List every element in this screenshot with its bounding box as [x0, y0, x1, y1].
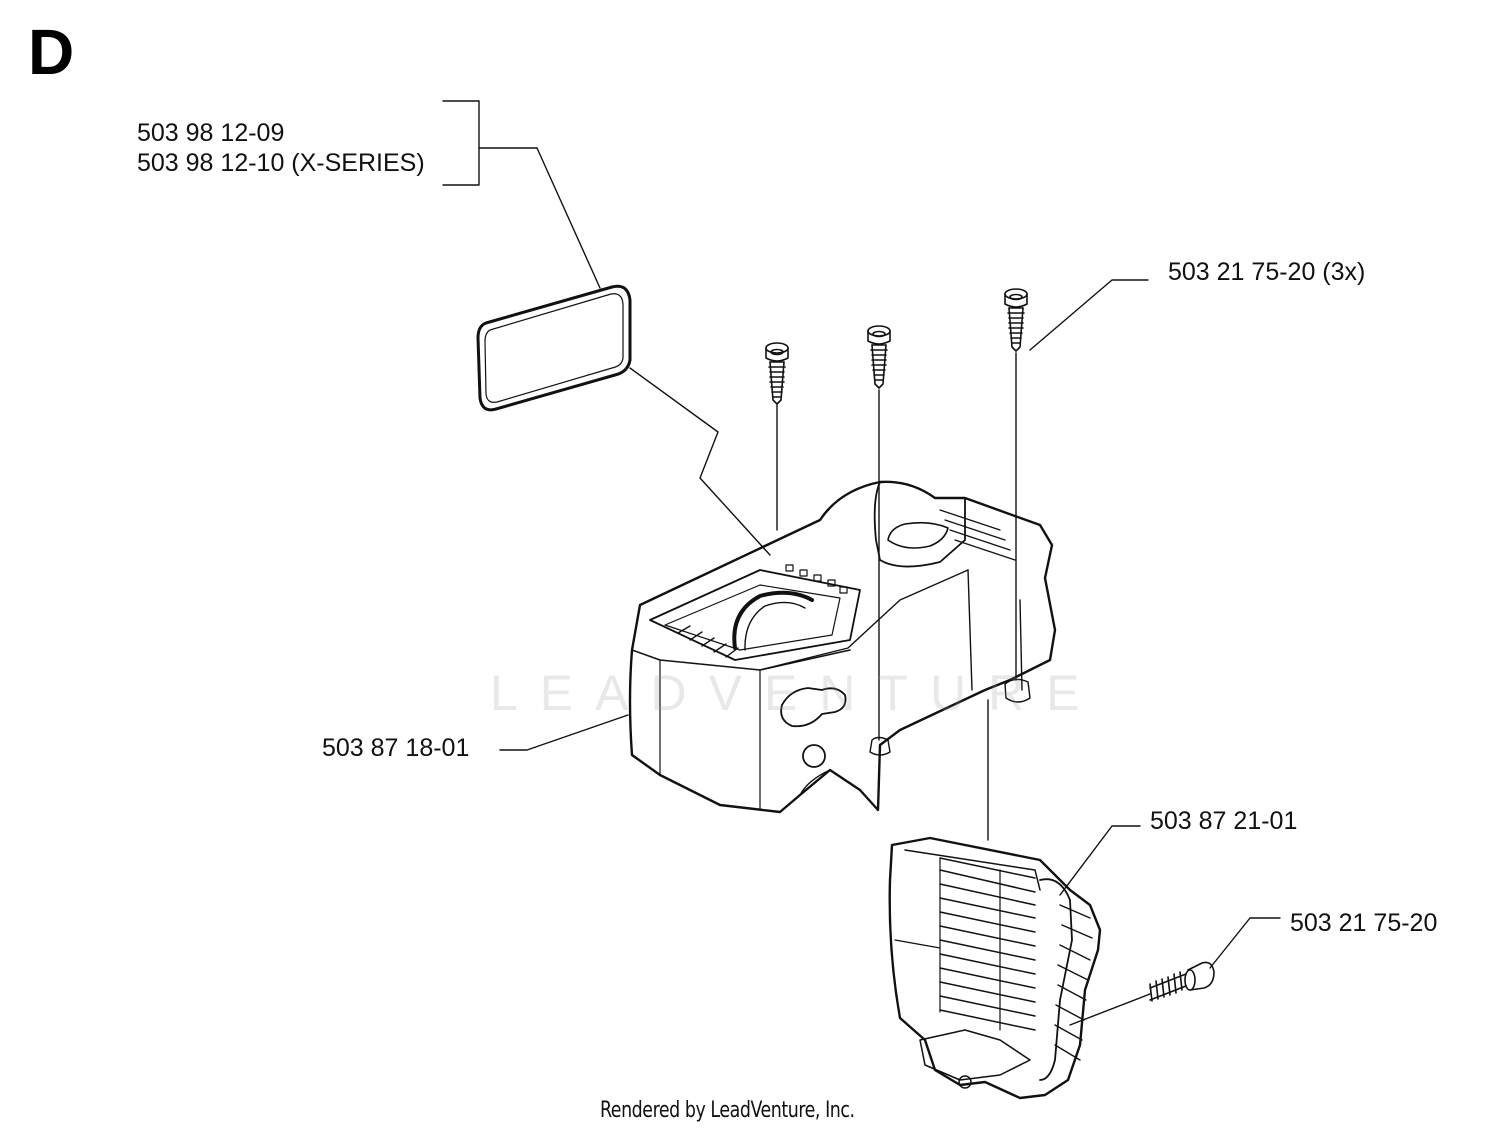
footer-credit: Rendered by LeadVenture, Inc. — [600, 1098, 855, 1123]
screw-set-leader-line — [1029, 279, 1149, 351]
cover-leader-line — [499, 714, 629, 751]
section-letter: D — [28, 16, 75, 88]
muffler-guard — [888, 836, 1102, 1100]
part-label-decal-standard: 503 98 12-09 — [137, 119, 285, 147]
part-label-muffler-guard: 503 87 21-01 — [1150, 807, 1298, 835]
screw-1 — [765, 342, 789, 405]
cylinder-cover — [628, 480, 1057, 814]
screw-2 — [867, 325, 891, 389]
guard-leader-line — [1059, 825, 1141, 896]
part-label-screw-set: 503 21 75-20 (3x) — [1168, 258, 1366, 286]
watermark-text: LEADVENTURE — [490, 665, 1102, 721]
single-screw — [1069, 961, 1215, 1026]
decal-plate — [476, 284, 632, 412]
single-screw-leader-line — [1209, 917, 1281, 969]
decal-leader-line — [442, 100, 771, 556]
screw-3 — [1004, 288, 1028, 352]
part-label-cylinder-cover: 503 87 18-01 — [322, 734, 470, 762]
part-label-single-screw: 503 21 75-20 — [1290, 909, 1438, 937]
part-label-decal-x-series: 503 98 12-10 (X-SERIES) — [137, 149, 425, 177]
